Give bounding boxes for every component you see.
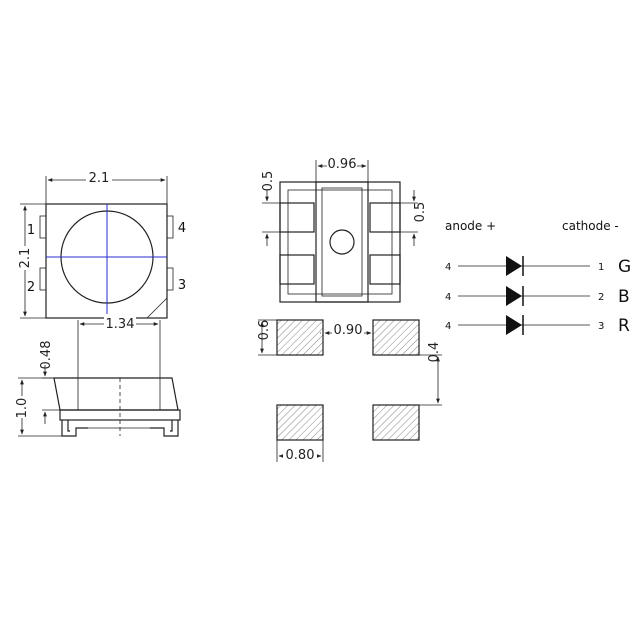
top-view: 2.1 2.1 1 2 4 3 bbox=[17, 170, 186, 319]
pad-gap-label: 0.90 bbox=[334, 323, 363, 338]
bottom-pad-left-top bbox=[279, 202, 315, 233]
cathode-pin-r: 3 bbox=[598, 321, 604, 332]
side-lead-right bbox=[150, 420, 179, 437]
schematic-row-g: 4 1 G bbox=[445, 256, 631, 277]
cathode-label: cathode - bbox=[562, 219, 619, 233]
side-lead-left bbox=[61, 420, 88, 437]
footprint-pad-height-label: 0.6 bbox=[257, 320, 272, 341]
pin-label-2: 2 bbox=[27, 280, 35, 295]
bottom-pad-right-top bbox=[369, 202, 401, 233]
pad-height-right-label: 0.5 bbox=[413, 202, 428, 223]
cathode-pin-g: 1 bbox=[598, 262, 604, 273]
color-label-b: B bbox=[618, 287, 630, 307]
total-height-label: 1.0 bbox=[15, 398, 30, 419]
pin-label-1: 1 bbox=[27, 223, 35, 238]
diode-g-icon bbox=[506, 256, 522, 276]
color-label-r: R bbox=[618, 316, 630, 336]
footprint-pad-bl bbox=[276, 404, 324, 441]
anode-pin-b: 4 bbox=[445, 292, 451, 303]
anode-label: anode + bbox=[445, 219, 496, 233]
footprint: 0.90 0.6 0.4 0.80 bbox=[257, 319, 442, 463]
bottom-center-channel bbox=[315, 181, 369, 303]
bottom-pad-left-bottom bbox=[279, 254, 315, 285]
side-lens bbox=[53, 377, 179, 411]
top-width-label: 2.1 bbox=[89, 171, 110, 186]
pin-label-3: 3 bbox=[178, 278, 186, 293]
anode-pin-g: 4 bbox=[445, 262, 451, 273]
bottom-pad-right-bottom bbox=[369, 254, 401, 285]
pin-tab-2 bbox=[39, 267, 47, 291]
pad-height-left-label: 0.5 bbox=[261, 171, 276, 192]
color-label-g: G bbox=[618, 257, 631, 277]
pin-tab-4 bbox=[166, 215, 174, 239]
schematic-row-r: 4 3 R bbox=[445, 315, 630, 336]
top-height-label: 2.1 bbox=[18, 248, 33, 269]
bottom-view: 0.96 0.5 0.5 bbox=[261, 155, 428, 303]
cathode-pin-b: 2 bbox=[598, 292, 604, 303]
pin-tab-1 bbox=[39, 215, 47, 239]
schematic-row-b: 4 2 B bbox=[445, 286, 630, 307]
footprint-pad-tr bbox=[372, 319, 420, 356]
footprint-pad-tl bbox=[276, 319, 324, 356]
pin-tab-3 bbox=[166, 267, 174, 291]
lens-width-label: 1.34 bbox=[106, 317, 135, 332]
schematic: anode + cathode - 4 1 G 4 2 B 4 3 R bbox=[445, 219, 631, 336]
diode-r-icon bbox=[506, 315, 522, 335]
side-view: 1.34 0.48 1.0 bbox=[14, 314, 181, 437]
footprint-pad-br bbox=[372, 404, 420, 441]
pad-width-label: 0.80 bbox=[286, 448, 315, 463]
polarity-mark bbox=[146, 297, 168, 319]
pin-label-4: 4 bbox=[178, 221, 186, 236]
anode-pin-r: 4 bbox=[445, 321, 451, 332]
bottom-center-hole bbox=[329, 229, 355, 255]
row-gap-label: 0.4 bbox=[427, 342, 442, 363]
diode-b-icon bbox=[506, 286, 522, 306]
lens-height-label: 0.48 bbox=[39, 341, 54, 370]
pad-spacing-label: 0.96 bbox=[328, 157, 357, 172]
